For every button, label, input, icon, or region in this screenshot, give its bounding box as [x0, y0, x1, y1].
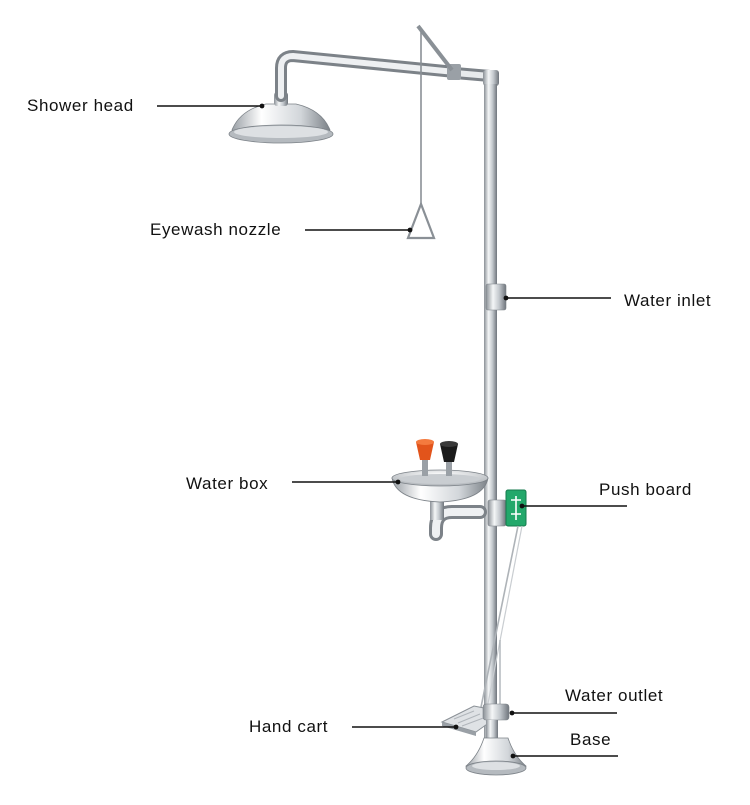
leader-water-outlet-dot	[509, 710, 515, 716]
leader-lines	[157, 103, 627, 759]
leader-water-box-dot	[395, 479, 401, 485]
label-water-outlet: Water outlet	[565, 686, 664, 705]
top-pipe	[275, 49, 499, 102]
leader-hand-cart-dot	[453, 724, 459, 730]
linkage-rods	[479, 525, 523, 715]
leader-eyewash-nozzle-dot	[407, 227, 413, 233]
label-base: Base	[570, 730, 612, 749]
base	[464, 737, 528, 776]
leader-push-board-dot	[519, 503, 525, 509]
label-push-board: Push board	[599, 480, 692, 499]
leader-shower-head-dot	[259, 103, 265, 109]
shower-head	[228, 92, 334, 144]
eyewash-nozzles	[416, 439, 458, 476]
label-shower-head: Shower head	[27, 96, 134, 115]
main-pipe	[484, 84, 507, 754]
leader-base-dot	[510, 753, 516, 759]
water-box	[391, 469, 489, 541]
water-outlet	[482, 703, 510, 740]
push-board	[505, 489, 527, 527]
leader-water-inlet-dot	[503, 295, 509, 301]
pull-rod	[406, 24, 454, 240]
label-hand-cart: Hand cart	[249, 717, 329, 736]
label-water-inlet: Water inlet	[624, 291, 712, 310]
label-eyewash-nozzle: Eyewash nozzle	[150, 220, 282, 239]
label-water-box: Water box	[186, 474, 269, 493]
